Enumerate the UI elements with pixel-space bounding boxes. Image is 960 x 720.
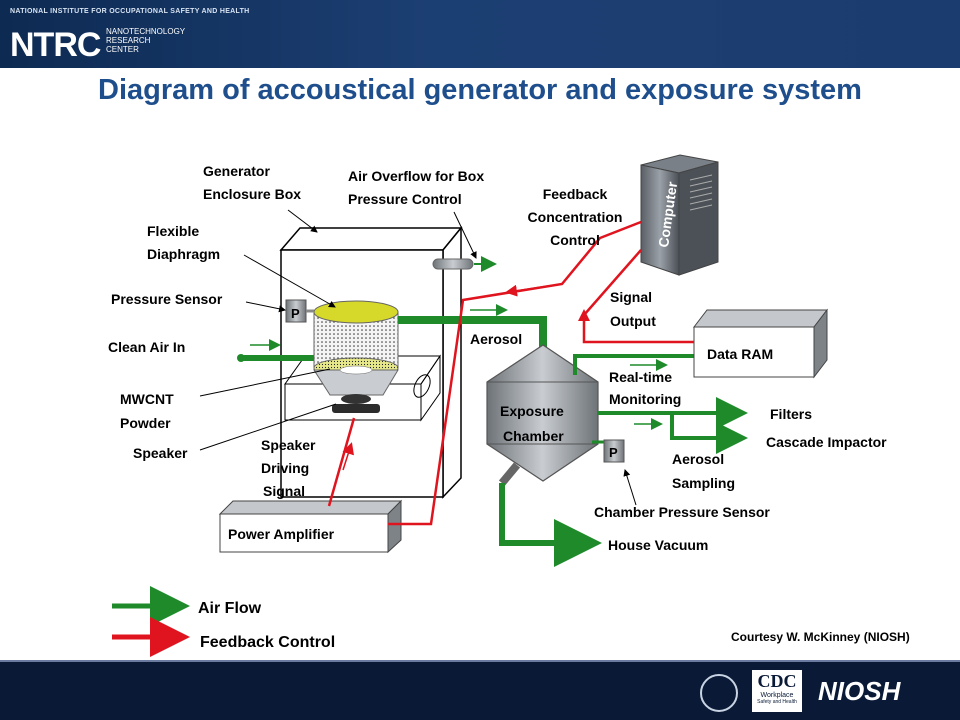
header-banner: NATIONAL INSTITUTE FOR OCCUPATIONAL SAFE… [0, 0, 960, 68]
speaker-driving-signal-label: Speaker [261, 437, 316, 453]
computer-icon [640, 154, 719, 276]
cascade-impactor-label: Cascade Impactor [766, 434, 887, 450]
mwcnt-powder-label: MWCNT [120, 391, 174, 407]
generator-enclosure-label: Generator [203, 163, 270, 179]
footer-banner: CDC Workplace Safety and Health NIOSH [0, 662, 960, 720]
exposure-chamber-label: Chamber [503, 428, 564, 444]
speaker-driving-signal-line [327, 417, 356, 507]
legend-feedback-label: Feedback Control [200, 634, 335, 651]
generator-enclosure-box [279, 225, 463, 499]
ntrc-logo-subtitle: NANOTECHNOLOGY RESEARCH CENTER [106, 27, 185, 54]
niosh-logo: NIOSH [818, 676, 901, 706]
cdc-logo-sub: Safety and Health [757, 699, 797, 705]
feedback-concentration-label: Concentration [528, 209, 623, 225]
generator-pressure-sensor [285, 299, 307, 323]
leader-lines [199, 209, 637, 506]
pressure-symbol: P [291, 306, 300, 321]
pressure-symbol: P [609, 445, 618, 460]
signal-output-label: Output [610, 313, 656, 329]
chamber-pressure-sensor-label: Chamber Pressure Sensor [594, 504, 770, 520]
logo-sub-line: NANOTECHNOLOGY [106, 27, 186, 36]
powder-canister [313, 300, 399, 413]
data-ram-label: Data RAM [707, 346, 773, 362]
computer-label: Computer [655, 180, 680, 248]
agency-name: NATIONAL INSTITUTE FOR OCCUPATIONAL SAFE… [10, 8, 250, 15]
air-overflow-label: Air Overflow for Box [348, 168, 484, 184]
house-vacuum-line [499, 483, 602, 567]
exposure-chamber-label: Exposure [500, 403, 564, 419]
power-amplifier-box [218, 499, 403, 554]
footer-divider [0, 660, 960, 662]
courtesy-credit: Courtesy W. McKinney (NIOSH) [731, 630, 910, 644]
feedback-concentration-label: Feedback [543, 186, 608, 202]
logo-sub-line: CENTER [106, 45, 139, 54]
house-vacuum-label: House Vacuum [608, 537, 708, 553]
aerosol-sampling-label: Aerosol [672, 451, 724, 467]
aerosol-sampling-label: Sampling [672, 475, 735, 491]
exposure-chamber [486, 344, 599, 482]
filters-label: Filters [770, 406, 812, 422]
real-time-monitoring-label: Real-time [609, 369, 672, 385]
legend-air-flow-label: Air Flow [198, 600, 262, 617]
overflow-tube [432, 258, 474, 270]
pressure-sensor-label: Pressure Sensor [111, 291, 223, 307]
speaker-label: Speaker [133, 445, 188, 461]
power-amplifier-label: Power Amplifier [228, 526, 335, 542]
generator-enclosure-label: Enclosure Box [203, 186, 301, 202]
ntrc-logo: NTRC [10, 26, 101, 64]
air-overflow-label: Pressure Control [348, 191, 462, 207]
signal-output-line [582, 249, 694, 344]
cascade-impactor-line [670, 413, 748, 454]
page-title: Diagram of accoustical generator and exp… [98, 74, 862, 106]
aerosol-label: Aerosol [470, 331, 522, 347]
aerosol-pipe [398, 316, 547, 348]
clean-air-in-label: Clean Air In [108, 339, 185, 355]
feedback-control-line [388, 220, 642, 526]
legend: Air Flow Feedback Control [112, 586, 335, 657]
signal-output-label: Signal [610, 289, 652, 305]
flexible-diaphragm-label: Diaphragm [147, 246, 220, 262]
cdc-logo-text: CDC [757, 671, 797, 691]
cdc-logo-sub: Workplace [760, 692, 794, 699]
chamber-pressure-sensor [603, 439, 625, 463]
logo-sub-line: RESEARCH [106, 36, 151, 45]
data-ram-box [692, 308, 829, 379]
speaker-driving-signal-label: Signal [263, 483, 305, 499]
feedback-concentration-label: Control [550, 232, 600, 248]
flexible-diaphragm-label: Flexible [147, 223, 199, 239]
speaker-driving-signal-label: Driving [261, 460, 309, 476]
real-time-monitoring-label: Monitoring [609, 391, 681, 407]
real-time-monitoring-line [573, 354, 694, 375]
cdc-logo: CDC Workplace Safety and Health [752, 670, 802, 712]
mwcnt-powder-label: Powder [120, 415, 171, 431]
hhs-logo [700, 674, 738, 712]
